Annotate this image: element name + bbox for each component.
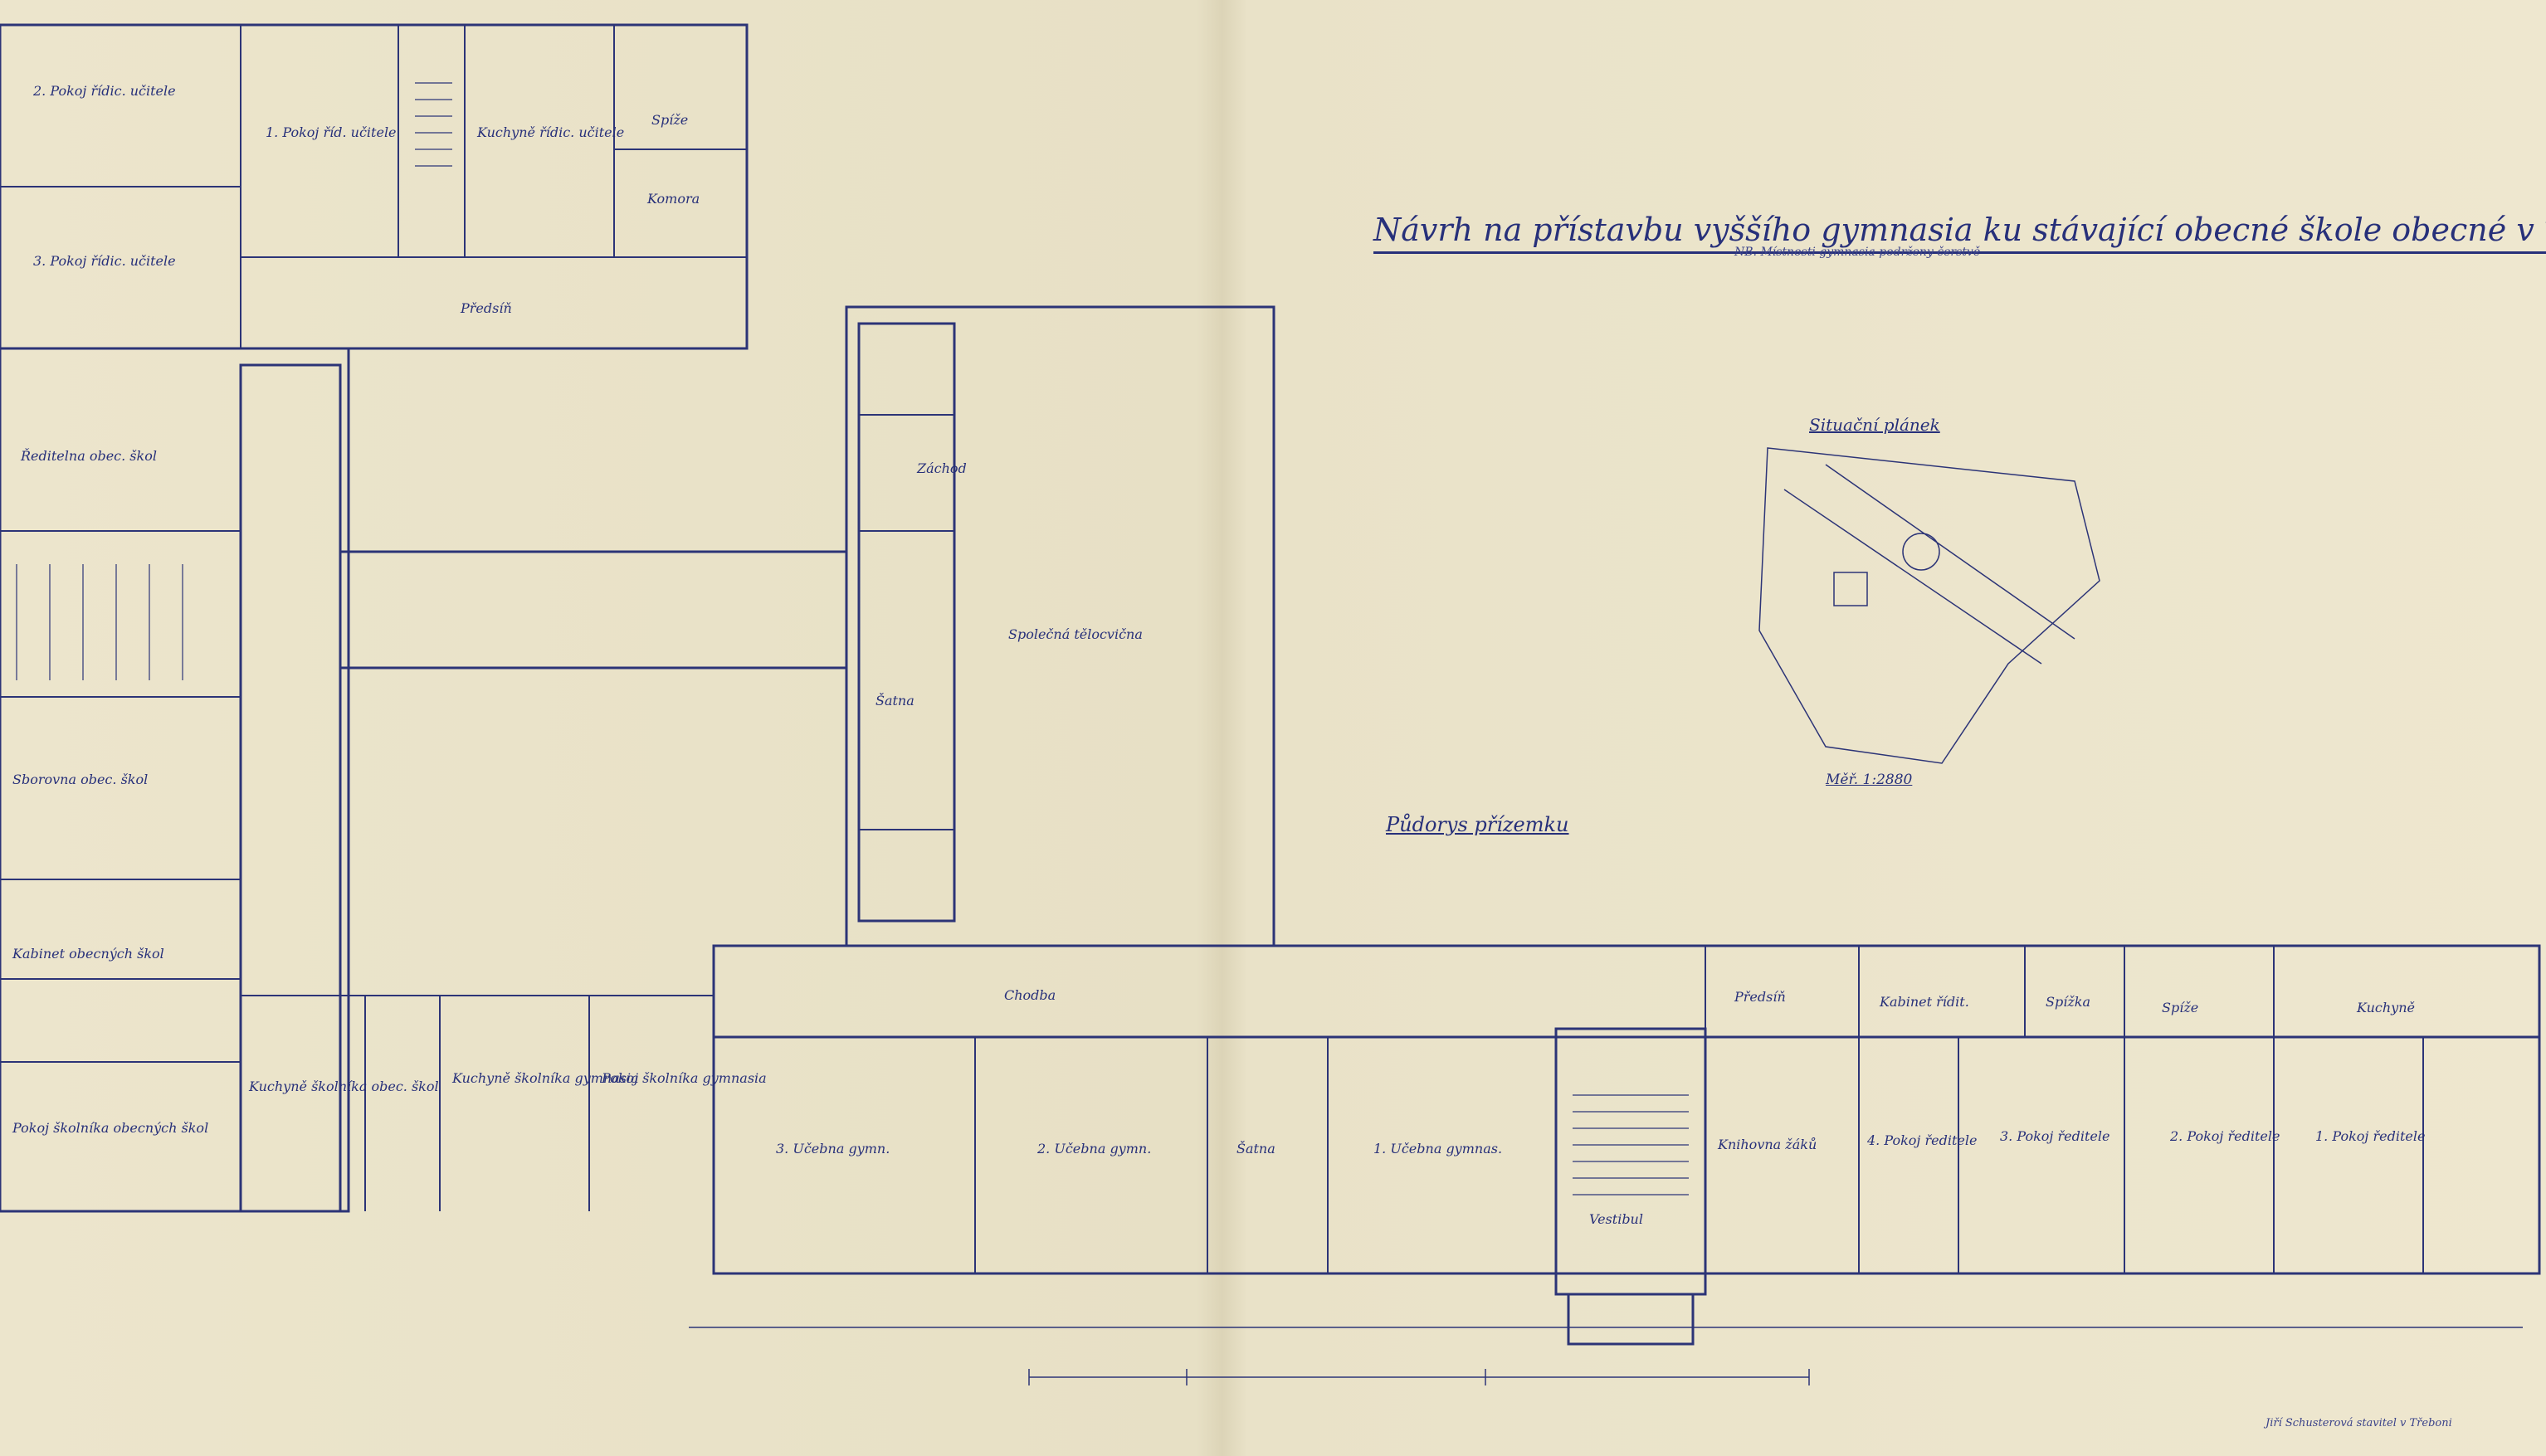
room-label: 1. Pokoj ředitele	[2315, 1128, 2426, 1144]
link-corridor	[339, 550, 848, 670]
room-label: 4. Pokoj ředitele	[1867, 1132, 1978, 1148]
room-label: Spížka	[2046, 994, 2090, 1010]
room-label: Kuchyně školníka gymnasia	[452, 1070, 639, 1086]
room-label: 2. Učebna gymn.	[1037, 1141, 1152, 1157]
gym-hall-side	[857, 322, 956, 923]
new-wing	[712, 944, 2541, 1275]
room-label: 2. Pokoj ředitele	[2170, 1128, 2280, 1144]
room-label: Vestibul	[1589, 1211, 1643, 1227]
room-label: Šatna	[875, 693, 915, 709]
room-label: Sborovna obec. škol	[12, 772, 149, 787]
site-plan-title: Situační plánek	[1809, 415, 1940, 435]
room-label: Pokoj školníka obecných škol	[12, 1120, 209, 1136]
old-school-left-wing	[0, 347, 350, 1213]
room-label: Spíže	[651, 112, 689, 128]
room-label: 1. Pokoj říd. učitele	[266, 124, 397, 140]
room-label: 3. Pokoj ředitele	[2000, 1128, 2110, 1144]
drawing-subtitle: NB. Místnosti gymnasia podrženy čerstvě	[1734, 246, 1981, 259]
architect-signature: Jiří Schusterová stavitel v Třeboni	[2266, 1417, 2452, 1429]
room-label: Pokoj školníka gymnasia	[602, 1070, 767, 1086]
room-label: Knihovna žáků	[1718, 1137, 1817, 1152]
old-school-top-block	[0, 23, 749, 350]
ground-floor-title: Půdorys přízemku	[1386, 813, 1569, 836]
room-label: Předsíň	[1734, 989, 1786, 1005]
room-label: 3. Učebna gymn.	[776, 1141, 890, 1157]
room-label: Komora	[647, 191, 700, 207]
room-label: Předsíň	[461, 300, 512, 316]
room-label: Spíže	[2162, 1000, 2199, 1015]
room-label: Kuchyně řídic. učitele	[477, 124, 625, 140]
room-label: Ředitelna obec. škol	[21, 448, 157, 464]
room-label: Chodba	[1004, 987, 1056, 1003]
room-label: Kabinet obecných škol	[12, 946, 164, 962]
room-label: Společná tělocvična	[1008, 626, 1143, 642]
site-plan-scale: Měř. 1:2880	[1826, 772, 1913, 788]
room-label: 1. Učebna gymnas.	[1373, 1141, 1503, 1157]
entrance-steps	[1567, 1293, 1695, 1346]
old-school-corridor	[239, 363, 342, 1213]
room-label: Šatna	[1236, 1141, 1275, 1157]
room-label: Kabinet řídit.	[1880, 994, 1969, 1010]
room-label: 3. Pokoj řídic. učitele	[33, 253, 176, 269]
room-label: Kuchyně	[2357, 1000, 2415, 1015]
site-plan	[1758, 447, 2100, 764]
room-label: Záchod	[917, 460, 967, 476]
drawing-title: Návrh na přístavbu vyššího gymnasia ku s…	[1373, 212, 2546, 254]
room-label: Kuchyně školníka obec. škol	[249, 1079, 439, 1094]
room-label: 2. Pokoj řídic. učitele	[33, 83, 176, 99]
